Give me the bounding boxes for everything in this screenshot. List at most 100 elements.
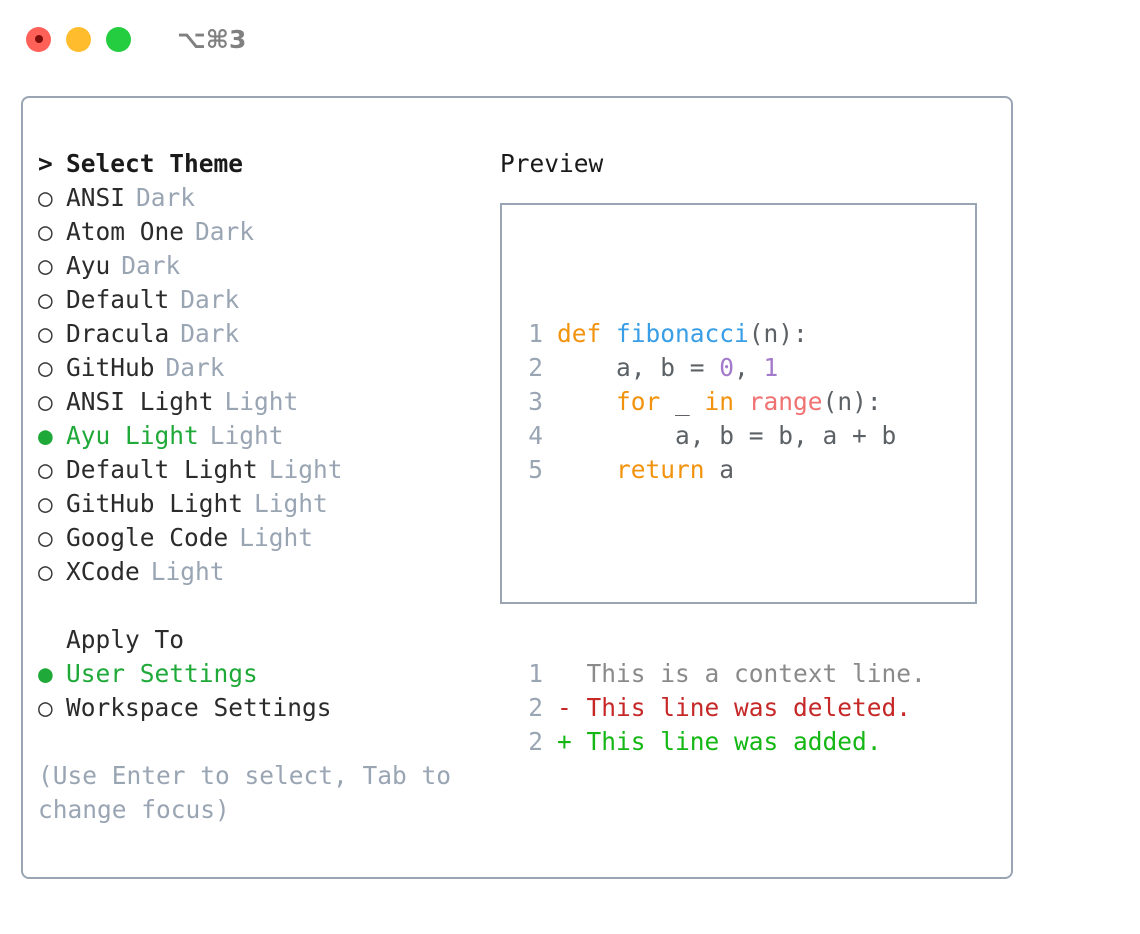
theme-kind-label: Dark <box>136 183 196 212</box>
theme-name-label: ANSI Light <box>66 387 214 416</box>
radio-unselected-icon[interactable]: ○ <box>38 387 53 416</box>
code-token: _ <box>675 387 705 416</box>
close-button[interactable] <box>26 26 51 52</box>
code-line-text: for _ in range(n): <box>557 385 882 419</box>
line-number: 3 <box>528 387 543 416</box>
code-line-text: a, b = b, a + b <box>557 419 896 453</box>
apply-to-header-label: Apply To <box>66 625 185 654</box>
code-token: (n): <box>822 387 882 416</box>
apply-to-header-spacer: o <box>38 623 66 657</box>
apply-to-item[interactable]: ● User Settings <box>38 657 488 691</box>
preview-label: Preview <box>500 149 604 178</box>
apply-to-label: User Settings <box>66 659 258 688</box>
apply-to-label: Workspace Settings <box>66 693 332 722</box>
radio-unselected-icon[interactable]: ○ <box>38 285 53 314</box>
radio-unselected-icon[interactable]: ○ <box>38 523 53 552</box>
radio-selected-icon[interactable]: ● <box>38 659 53 688</box>
code-token: for <box>557 387 676 416</box>
caret-icon: > <box>38 149 53 178</box>
code-token: a <box>719 455 735 484</box>
radio-unselected-icon[interactable]: ○ <box>38 217 53 246</box>
theme-list-item[interactable]: ○ ANSI Dark <box>38 181 488 215</box>
code-line-text: a, b = 0, 1 <box>557 351 778 385</box>
theme-list-item[interactable]: ○ ANSI Light Light <box>38 385 488 419</box>
radio-unselected-icon[interactable]: ○ <box>38 353 53 382</box>
theme-list-header-label: Select Theme <box>66 149 244 178</box>
diff-line-text: + This line was added. <box>557 727 882 756</box>
theme-list-item[interactable]: ○ GitHub Light Light <box>38 487 488 521</box>
code-token: def <box>557 319 617 348</box>
theme-kind-label: Dark <box>165 353 225 382</box>
radio-unselected-icon[interactable]: ○ <box>38 557 53 586</box>
code-token: in <box>704 387 749 416</box>
code-token: fibonacci <box>616 319 749 348</box>
code-token: 1 <box>763 353 779 382</box>
radio-selected-icon[interactable]: ● <box>38 421 53 450</box>
diff-line: 2+ This line was added. <box>519 725 926 759</box>
title-bar: ⌥⌘3 <box>0 0 1140 78</box>
diff-block: 1 This is a context line.2- This line wa… <box>519 657 926 759</box>
radio-unselected-icon[interactable]: ○ <box>38 455 53 484</box>
code-diff-gap <box>519 555 926 589</box>
radio-unselected-icon[interactable]: ○ <box>38 319 53 348</box>
line-number: 4 <box>528 421 543 450</box>
maximize-button[interactable] <box>106 26 131 52</box>
theme-kind-label: Light <box>150 557 225 586</box>
code-line: 2 a, b = 0, 1 <box>519 351 926 385</box>
theme-name-label: Ayu Light <box>66 421 199 450</box>
line-number: 2 <box>528 693 543 722</box>
theme-name-label: Default <box>66 285 170 314</box>
radio-unselected-icon[interactable]: ○ <box>38 183 53 212</box>
apply-to-item[interactable]: ○ Workspace Settings <box>38 691 488 725</box>
code-line-text: def fibonacci(n): <box>557 317 808 351</box>
keyboard-hint: (Use Enter to select, Tab to change focu… <box>38 761 466 824</box>
theme-kind-label: Light <box>268 455 343 484</box>
theme-kind-label: Light <box>254 489 328 518</box>
code-token: a, b = <box>557 353 720 382</box>
code-token: a, b = b, a + b <box>557 421 897 450</box>
code-line: 3 for _ in range(n): <box>519 385 926 419</box>
code-token: return <box>557 455 720 484</box>
window-controls <box>26 26 131 52</box>
line-number: 1 <box>528 659 543 688</box>
radio-unselected-icon[interactable]: ○ <box>38 489 53 518</box>
keyboard-shortcut-label: ⌥⌘3 <box>177 24 247 54</box>
line-number: 1 <box>528 319 543 348</box>
radio-unselected-icon[interactable]: ○ <box>38 693 53 722</box>
diff-line: 1 This is a context line. <box>519 657 926 691</box>
theme-name-label: GitHub Light <box>66 489 244 518</box>
minimize-button[interactable] <box>66 26 91 52</box>
code-line: 5 return a <box>519 453 926 487</box>
radio-unselected-icon[interactable]: ○ <box>38 251 53 280</box>
theme-list-item[interactable]: ○ Dracula Dark <box>38 317 488 351</box>
line-number: 5 <box>528 455 543 484</box>
diff-line: 2- This line was deleted. <box>519 691 926 725</box>
theme-kind-label: Dark <box>180 319 240 348</box>
theme-kind-label: Light <box>224 387 299 416</box>
theme-name-label: ANSI <box>66 183 126 212</box>
line-number: 2 <box>528 353 543 382</box>
code-line-text: return a <box>557 453 734 487</box>
code-token: 0 <box>719 353 735 382</box>
code-line: 1 def fibonacci(n): <box>519 317 926 351</box>
preview-header: Preview <box>500 147 603 181</box>
theme-name-label: Atom One <box>66 217 185 246</box>
code-token: (n): <box>748 319 808 348</box>
code-token: range <box>748 387 823 416</box>
code-line: 4 a, b = b, a + b <box>519 419 926 453</box>
theme-name-label: Dracula <box>66 319 170 348</box>
apply-to-header: oApply To <box>38 623 488 657</box>
